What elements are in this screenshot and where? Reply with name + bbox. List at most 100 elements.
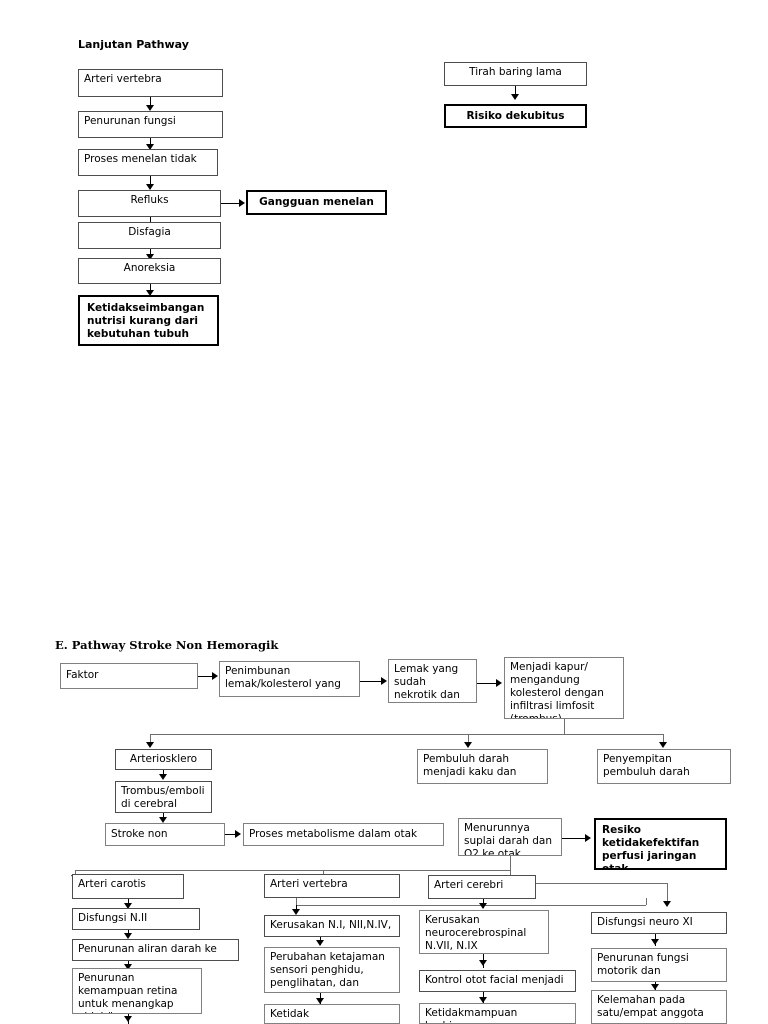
connector-bus: [536, 883, 667, 884]
box-ketidak: Ketidak: [264, 1004, 400, 1024]
box-label: Penyempitan pembuluh darah: [603, 753, 690, 778]
connector-line: [646, 898, 647, 905]
box-menjadi-kapur: Menjadi kapur/ mengandung kolesterol den…: [504, 657, 624, 719]
connector-line: [150, 734, 151, 745]
connector-line: [564, 719, 565, 734]
box-label: Proses metabolisme dalam otak: [249, 828, 418, 840]
box-label: Arteri vertebra: [84, 73, 162, 85]
box-faktor: Faktor: [60, 663, 198, 689]
arrow-down-icon: [159, 774, 167, 780]
box-label: Disfungsi N.II: [78, 912, 148, 924]
box-ketidakmampuan-berbicara: Ketidakmampuan berbicara: [419, 1003, 576, 1024]
box-trombus-emboli: Trombus/emboli di cerebral: [115, 781, 212, 813]
connector-line: [360, 681, 383, 682]
box-label: Penurunan aliran darah ke: [78, 943, 217, 955]
connector-line: [150, 97, 151, 109]
box-label: Penurunan fungsi motorik dan: [597, 952, 689, 977]
arrow-down-icon: [511, 94, 519, 100]
arrow-down-icon: [663, 901, 671, 907]
connector-line: [296, 898, 297, 905]
arrow-down-icon: [146, 144, 154, 150]
arrow-down-icon: [146, 254, 154, 260]
box-label: Refluks: [130, 194, 169, 206]
connector-line: [150, 284, 151, 295]
connector-line: [562, 838, 587, 839]
arrow-down-icon: [146, 184, 154, 190]
box-tirah-baring-lama: Tirah baring lama: [444, 62, 587, 86]
box-arteri-cerebri: Arteri cerebri: [428, 875, 536, 899]
box-disfungsi-n2: Disfungsi N.II: [72, 908, 200, 930]
box-label: Arteri vertebra: [270, 878, 348, 890]
connector-line: [510, 870, 511, 878]
box-perubahan-ketajaman: Perubahan ketajaman sensori penghidu, pe…: [264, 947, 400, 993]
box-lemak-nekrotik: Lemak yang sudah nekrotik dan berdegener…: [388, 659, 477, 703]
arrow-down-icon: [651, 984, 659, 990]
arrow-down-icon: [659, 742, 667, 748]
box-kontrol-otot-facial: Kontrol otot facial menjadi: [419, 970, 576, 992]
connector-line: [663, 734, 664, 745]
box-disfagia: Disfagia: [78, 222, 221, 249]
box-arteriosklero: Arteriosklero: [115, 749, 212, 770]
connector-line: [477, 683, 499, 684]
box-arteri-vertebra: Arteri vertebra: [78, 69, 223, 97]
box-stroke-non: Stroke non: [105, 823, 225, 846]
box-label: Pembuluh darah menjadi kaku dan: [423, 753, 517, 778]
connector-line: [150, 176, 151, 189]
arrow-down-icon: [464, 742, 472, 748]
connector-line: [221, 203, 241, 204]
box-kelemahan-anggota: Kelemahan pada satu/empat anggota: [591, 990, 727, 1024]
box-label: Lemak yang sudah nekrotik dan berdegener…: [394, 663, 460, 701]
arrow-right-icon: [212, 672, 218, 680]
box-label: Stroke non: [111, 828, 168, 840]
box-label: Anoreksia: [123, 262, 176, 274]
arrow-down-icon: [146, 290, 154, 296]
box-label: Ketidak: [270, 1008, 310, 1020]
box-label: Menjadi kapur/ mengandung kolesterol den…: [510, 661, 604, 719]
arrow-down-icon: [479, 960, 487, 966]
connector-line: [667, 883, 668, 905]
box-penyempitan-pembuluh: Penyempitan pembuluh darah: [597, 749, 731, 784]
box-label: Disfagia: [128, 226, 171, 238]
arrow-down-icon: [124, 1016, 132, 1022]
box-label: Kontrol otot facial menjadi: [425, 974, 564, 986]
box-label: Arteri carotis: [78, 878, 146, 890]
box-label: Kerusakan neurocerebrospinal N.VII, N.IX: [425, 914, 527, 952]
arrow-down-icon: [292, 909, 300, 915]
box-label: Resiko ketidakefektifan perfusi jaringan…: [602, 824, 700, 870]
box-gangguan-menelan: Gangguan menelan: [246, 190, 387, 215]
arrow-down-icon: [146, 742, 154, 748]
connector-line: [225, 834, 237, 835]
arrow-right-icon: [239, 199, 245, 207]
box-label: Ketidakseimbangan nutrisi kurang dari ke…: [87, 302, 205, 340]
arrow-down-icon: [479, 903, 487, 909]
box-label: Arteriosklero: [129, 753, 198, 765]
arrow-down-icon: [479, 997, 487, 1003]
arrow-down-icon: [651, 939, 659, 945]
box-label: Disfungsi neuro XI: [597, 916, 693, 928]
arrow-right-icon: [585, 834, 591, 842]
box-label: Penurunan fungsi: [84, 115, 176, 127]
box-risiko-dekubitus: Risiko dekubitus: [444, 104, 587, 128]
arrow-down-icon: [146, 105, 154, 111]
box-label: Penurunan kemampuan retina untuk menangk…: [78, 972, 178, 1013]
box-label: Proses menelan tidak: [84, 153, 197, 165]
box-label: Kerusakan N.I, NII,N.IV,: [270, 919, 392, 931]
box-label: Menurunnya suplai darah dan O2 ke otak: [464, 822, 552, 856]
arrow-down-icon: [124, 964, 132, 970]
box-ketidakseimbangan-nutrisi: Ketidakseimbangan nutrisi kurang dari ke…: [78, 295, 219, 346]
box-anoreksia: Anoreksia: [78, 258, 221, 284]
arrow-down-icon: [316, 998, 324, 1004]
box-kerusakan-neurocerebrospinal: Kerusakan neurocerebrospinal N.VII, N.IX: [419, 910, 549, 954]
box-label: Tirah baring lama: [469, 66, 562, 78]
box-arteri-vertebra-2: Arteri vertebra: [264, 874, 400, 898]
box-proses-metabolisme: Proses metabolisme dalam otak: [243, 823, 444, 846]
box-penimbunan-lemak: Penimbunan lemak/kolesterol yang: [219, 661, 360, 697]
box-pembuluh-darah-kaku: Pembuluh darah menjadi kaku dan: [417, 749, 548, 784]
box-penurunan-fungsi: Penurunan fungsi: [78, 111, 223, 138]
box-refluks: Refluks: [78, 190, 221, 217]
box-label: Ketidakmampuan berbicara: [425, 1007, 518, 1023]
connector-bus: [296, 905, 646, 906]
box-label: Risiko dekubitus: [466, 110, 565, 122]
section-e-title: E. Pathway Stroke Non Hemoragik: [55, 638, 279, 652]
